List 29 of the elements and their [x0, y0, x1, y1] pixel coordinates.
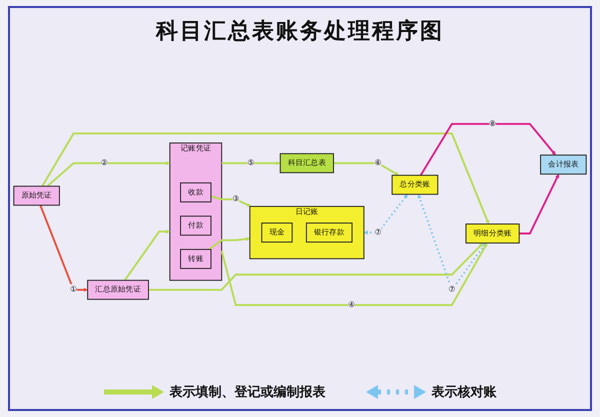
arrow: [39, 204, 88, 292]
node-box: [465, 224, 520, 244]
arrow: [124, 230, 170, 281]
arrow: [210, 196, 252, 207]
cluster: [249, 206, 364, 260]
node-box: [306, 222, 353, 243]
arrow: [208, 236, 250, 250]
node-box: [13, 186, 60, 206]
node-box: [180, 216, 212, 236]
arrow: [222, 161, 280, 166]
node-box: [180, 182, 212, 202]
arrow: [364, 194, 408, 235]
arrow: [41, 132, 490, 224]
node-box: [392, 174, 438, 195]
cluster: [169, 142, 222, 281]
arrow: [420, 123, 556, 176]
arrow: [148, 242, 484, 291]
legend-label: 表示核对账: [432, 383, 496, 401]
node-box: [261, 222, 293, 243]
arrow: [46, 161, 170, 187]
node-box: [180, 248, 212, 269]
diagram-title: 科目汇总表账务处理程序图: [156, 17, 444, 45]
arrow: [519, 174, 559, 234]
legend-label: 表示填制、登记或编制报表: [170, 383, 326, 401]
node-box: [540, 154, 587, 175]
arrow: [220, 242, 488, 306]
node-box: [280, 153, 334, 174]
node-box: [87, 280, 149, 300]
arrow: [334, 162, 399, 176]
